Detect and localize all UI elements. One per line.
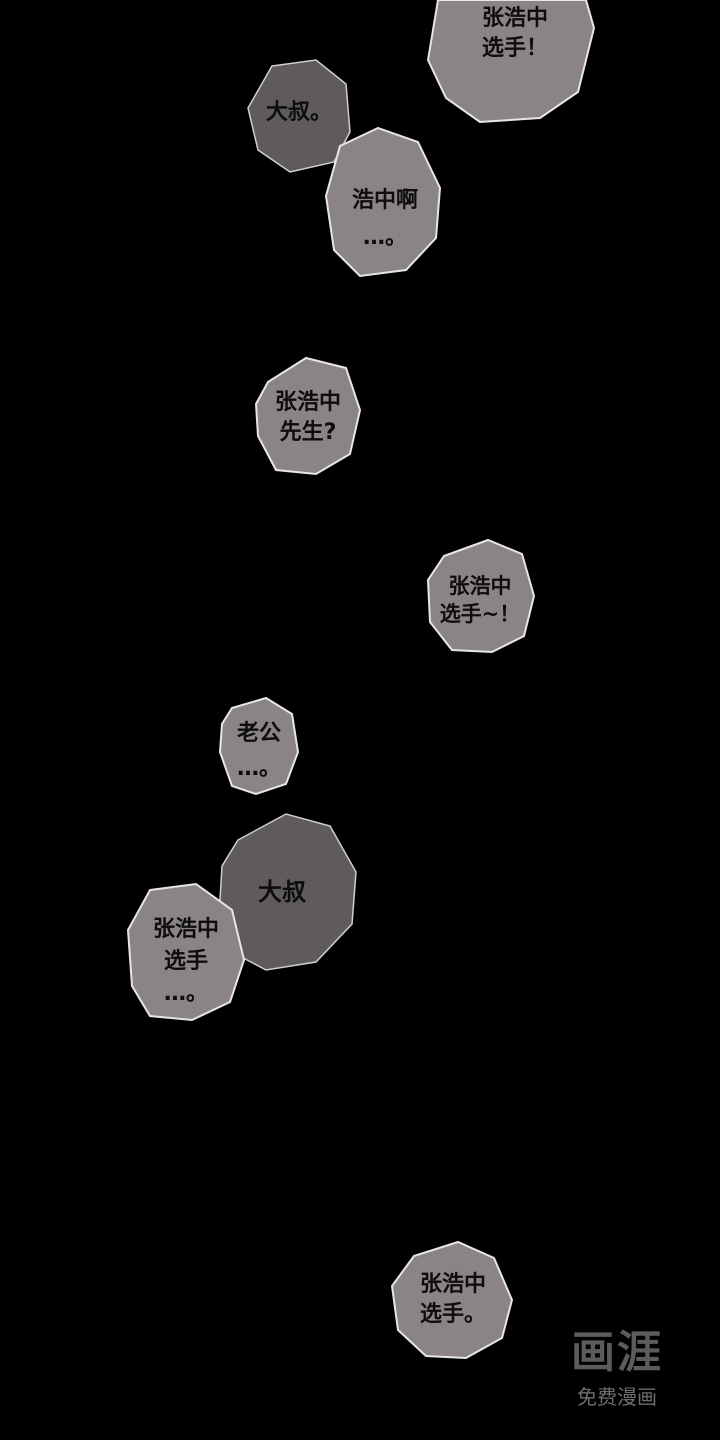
speech-bubble-3 [324,126,442,278]
speech-bubble-1 [426,0,596,124]
bubble-text-7: 大叔 [258,878,306,906]
speech-bubble-7 [219,813,357,971]
speech-bubble-4 [254,356,362,476]
bubble-text-1: 张浩中 选手！ [481,6,548,61]
speech-bubble-6 [218,696,300,796]
speech-bubble-5 [426,538,536,654]
watermark: 画涯 免费漫画 [552,1331,682,1410]
bubble-text-6: 老公 …。 [236,721,281,782]
speech-bubble-9 [390,1240,514,1360]
watermark-subtitle: 免费漫画 [577,1385,657,1409]
bubble-text-9: 张浩中 选手。 [419,1272,486,1327]
bubble-text-4: 张浩中 先生? [274,390,341,445]
speech-bubble-8 [126,882,246,1022]
bubble-text-8: 张浩中 选手 …。 [152,917,219,1006]
bubble-text-2: 大叔。 [265,100,332,125]
watermark-logo: 画涯 [571,1327,663,1378]
bubble-text-3: 浩中啊 …。 [351,188,418,251]
bubble-text-5: 张浩中 选手~！ [439,574,521,627]
speech-bubble-2 [247,59,351,173]
